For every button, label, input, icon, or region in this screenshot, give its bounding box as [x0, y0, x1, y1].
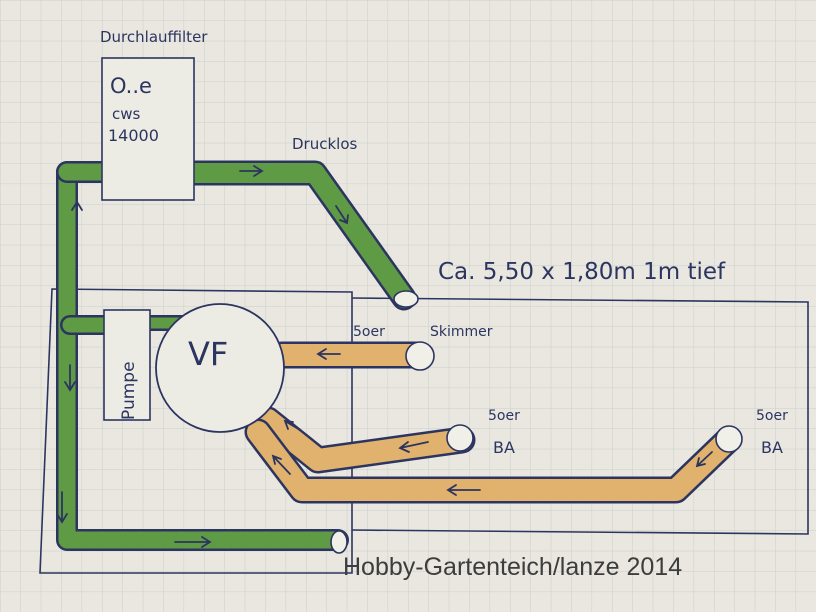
pond-outline-right — [351, 297, 809, 535]
ba2-vf-arrow — [271, 454, 291, 475]
durchlauffilter-box — [101, 57, 195, 201]
return-right-arrow — [174, 536, 212, 548]
drucklos-down-arrow — [335, 205, 349, 225]
flow-arrows — [56, 165, 713, 548]
ba1-opening — [446, 424, 474, 452]
skimmer-flow-arrow — [316, 348, 341, 360]
drucklos-flow-arrow — [239, 165, 264, 177]
filter-chamber-outline — [39, 288, 353, 574]
drucklos-label: Drucklos — [292, 135, 358, 153]
filter-title-label: Durchlauffilter — [100, 28, 208, 46]
ba2-down-arrow — [695, 451, 713, 468]
ba2-label: BA — [761, 438, 783, 457]
ba1-size-label: 5oer — [488, 408, 520, 424]
green-pipes — [56, 160, 417, 551]
ba2-opening — [715, 425, 743, 453]
ba1-label: BA — [493, 438, 515, 457]
skimmer-opening — [405, 341, 435, 371]
vf-vortex-filter — [155, 303, 285, 433]
ba1-flow-arrow — [398, 441, 429, 453]
vf-label: VF — [188, 335, 228, 373]
skimmer-size-label: 5oer — [353, 324, 385, 340]
filter-line3-label: 14000 — [108, 126, 159, 145]
watermark-text: Hobby-Gartenteich/lanze 2014 — [343, 553, 682, 581]
return-pipe-end — [330, 530, 348, 554]
ba2-size-label: 5oer — [756, 408, 788, 424]
return-pipe — [58, 163, 347, 549]
skimmer-label: Skimmer — [430, 324, 493, 340]
ba2-flow-arrow — [446, 484, 481, 496]
return-down-arrow — [56, 491, 68, 524]
filter-up-arrow — [71, 200, 83, 233]
drucklos-pipe-end — [393, 290, 419, 308]
pump-down-arrow — [64, 364, 76, 392]
pumpe-label: Pumpe — [119, 361, 139, 420]
ba1-vf-arrow — [283, 419, 301, 431]
pond-outline — [39, 288, 809, 574]
drucklos-pipe — [182, 163, 414, 308]
ba1-pipe — [257, 409, 473, 471]
pump-box — [103, 309, 151, 421]
filter-line2-label: cws — [112, 105, 141, 123]
filter-line1-label: O..e — [110, 74, 152, 98]
dimensions-label: Ca. 5,50 x 1,80m 1m tief — [438, 259, 726, 285]
